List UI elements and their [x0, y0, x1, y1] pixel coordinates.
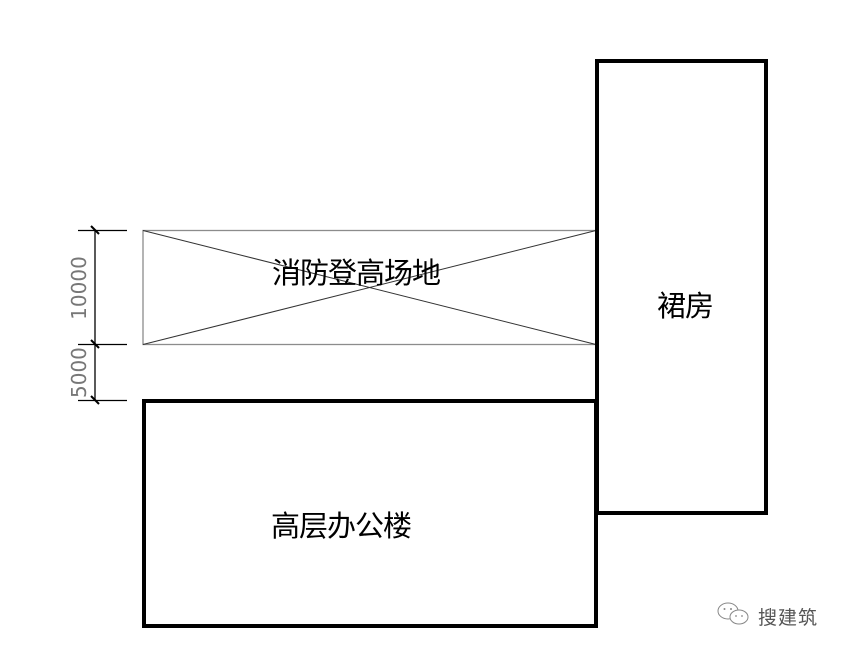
watermark: 搜建筑	[716, 601, 818, 631]
wechat-icon	[716, 601, 752, 631]
dimension-chain	[78, 225, 127, 405]
fire-rescue-site-label: 消防登高场地	[272, 256, 441, 290]
tower-building	[142, 399, 598, 628]
podium-building	[595, 59, 768, 515]
dimension-label-5000: 5000	[67, 347, 91, 398]
podium-label: 裙房	[657, 289, 714, 323]
watermark-text: 搜建筑	[758, 606, 819, 629]
dimension-label-10000: 10000	[67, 256, 91, 320]
tower-label: 高层办公楼	[271, 509, 412, 543]
